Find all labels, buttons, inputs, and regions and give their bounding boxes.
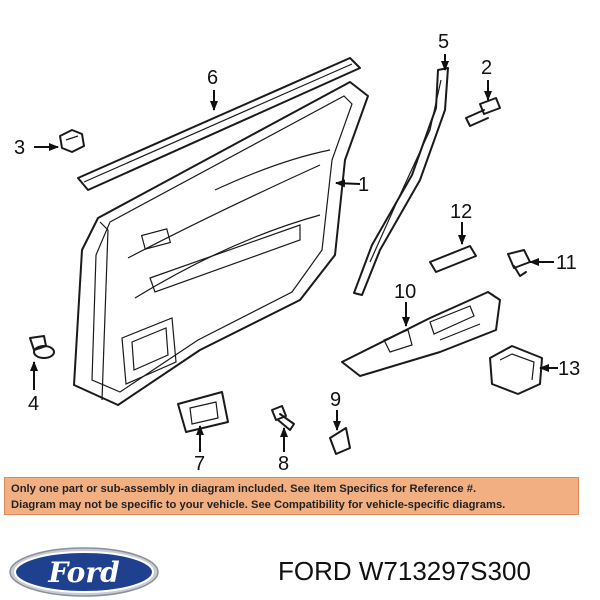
- part-12-pad: [429, 245, 477, 273]
- callout-4: 4: [28, 393, 39, 415]
- callout-2: 2: [481, 57, 492, 79]
- part-2-screw: [465, 97, 501, 127]
- part-4-push-pin: [29, 335, 55, 359]
- callout-13: 13: [558, 358, 580, 380]
- callout-9: 9: [330, 389, 341, 411]
- callout-6: 6: [207, 67, 218, 89]
- leader-lines: [30, 54, 558, 452]
- part-9-cap: [329, 427, 351, 455]
- part-5-trim-strip: [353, 67, 449, 296]
- part-7-bracket: [177, 391, 229, 433]
- part-6-weatherstrip: [77, 57, 361, 191]
- notice-banner: Only one part or sub-assembly in diagram…: [4, 477, 579, 515]
- part-3-clip: [59, 129, 85, 153]
- logo-oval: [14, 551, 154, 593]
- callout-5: 5: [438, 31, 449, 53]
- callout-11: 11: [556, 252, 577, 274]
- part-8-screw: [271, 405, 295, 431]
- part-number: FORD W713297S300: [278, 556, 531, 586]
- callout-1: 1: [358, 174, 369, 196]
- part-13-switch: [489, 345, 543, 395]
- part-11-push-pin: [507, 249, 531, 277]
- callout-10: 10: [394, 281, 416, 303]
- callout-7: 7: [194, 453, 205, 475]
- notice-line-1: Only one part or sub-assembly in diagram…: [11, 483, 477, 495]
- part-1-door-trim-panel: [73, 81, 369, 406]
- callout-12: 12: [450, 201, 472, 223]
- notice-line-2: Diagram may not be specific to your vehi…: [11, 499, 506, 511]
- ford-logo: Ford: [9, 547, 159, 597]
- callout-8: 8: [278, 453, 289, 475]
- logo-text: Ford: [47, 556, 119, 589]
- callout-3: 3: [14, 137, 25, 159]
- part-10-switch-bezel: [341, 291, 501, 377]
